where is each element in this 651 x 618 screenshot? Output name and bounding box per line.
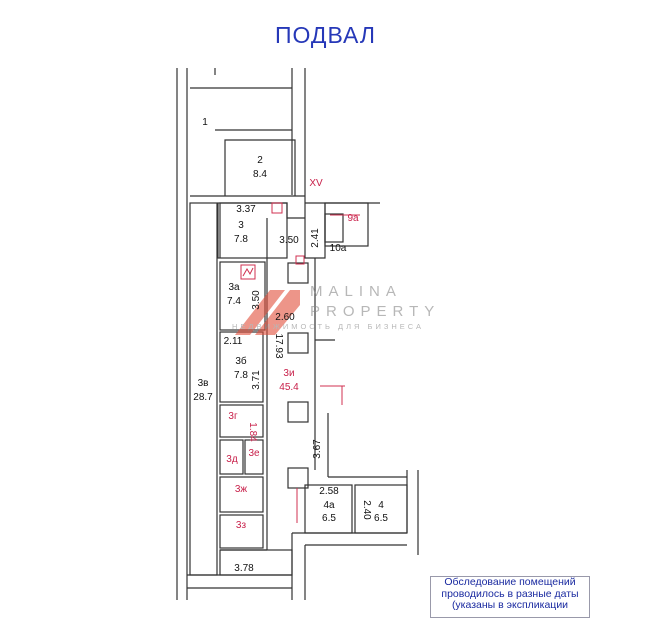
dimension-label: 3.50 [251, 290, 262, 310]
room-3zh-number: 3ж [235, 484, 248, 495]
room-4-area: 6.5 [374, 513, 388, 524]
dimension-label: 2.41 [310, 228, 321, 248]
watermark-tagline: НЕДВИЖИМОСТЬ ДЛЯ БИЗНЕСА [232, 322, 424, 331]
dimension-label: 3.67 [312, 439, 323, 459]
room-3v-area: 28.7 [193, 392, 213, 403]
room-9a-number: 9а [347, 213, 359, 224]
room-3b-number: 3б [235, 355, 247, 367]
dimension-label: 17.93 [273, 333, 284, 358]
dimension-label: 2.40 [361, 500, 372, 520]
room-3a-area: 7.4 [227, 296, 241, 307]
room-labels: 1 2 8.4 3 7.8 3а 7.4 3б 7.8 3в 28.7 3г 3… [193, 117, 388, 531]
watermark-logo: MALINA PROPERTY НЕДВИЖИМОСТЬ ДЛЯ БИЗНЕСА [232, 283, 440, 335]
red-markings [240, 202, 360, 523]
dimension-label: 3.78 [234, 563, 254, 574]
watermark-brand-2: PROPERTY [310, 303, 440, 320]
room-3i-number: 3и [283, 368, 294, 379]
room-3z-number: 3з [236, 520, 247, 531]
room-3d-number: 3д [226, 454, 238, 465]
dimension-label: 2.11 [224, 336, 243, 347]
room-10a-number: 10а [330, 243, 347, 254]
room-1-number: 1 [202, 117, 208, 128]
dimension-label: 1.84 [247, 422, 258, 442]
room-4a-area: 6.5 [322, 513, 336, 524]
room-3i-area: 45.4 [279, 382, 299, 393]
floor-title: ПОДВАЛ [274, 22, 376, 48]
room-3a-number: 3а [228, 282, 240, 293]
room-2-number: 2 [257, 155, 263, 166]
room-3b-area: 7.8 [234, 370, 248, 381]
room-4-number: 4 [378, 500, 384, 511]
room-3v-number: 3в [198, 378, 209, 389]
room-2-area: 8.4 [253, 169, 267, 180]
dimension-label: 3.50 [279, 235, 299, 246]
room-3e-number: 3е [248, 448, 260, 459]
dimension-label: 3.37 [236, 204, 256, 215]
dimension-labels: 3.37 3.50 2.41 3.50 2.60 2.11 17.93 3.71… [224, 204, 372, 574]
room-3g-number: 3г [228, 411, 238, 422]
watermark-brand-1: MALINA [310, 283, 402, 300]
walls [176, 68, 419, 600]
dimension-label: 2.60 [275, 312, 295, 323]
room-4a-number: 4а [323, 500, 335, 511]
dimension-label: 2.58 [319, 486, 339, 497]
room-3-number: 3 [238, 220, 244, 231]
dimension-label: 3.71 [251, 370, 262, 390]
axis-label: XV [309, 178, 323, 189]
room-3-area: 7.8 [234, 234, 248, 245]
